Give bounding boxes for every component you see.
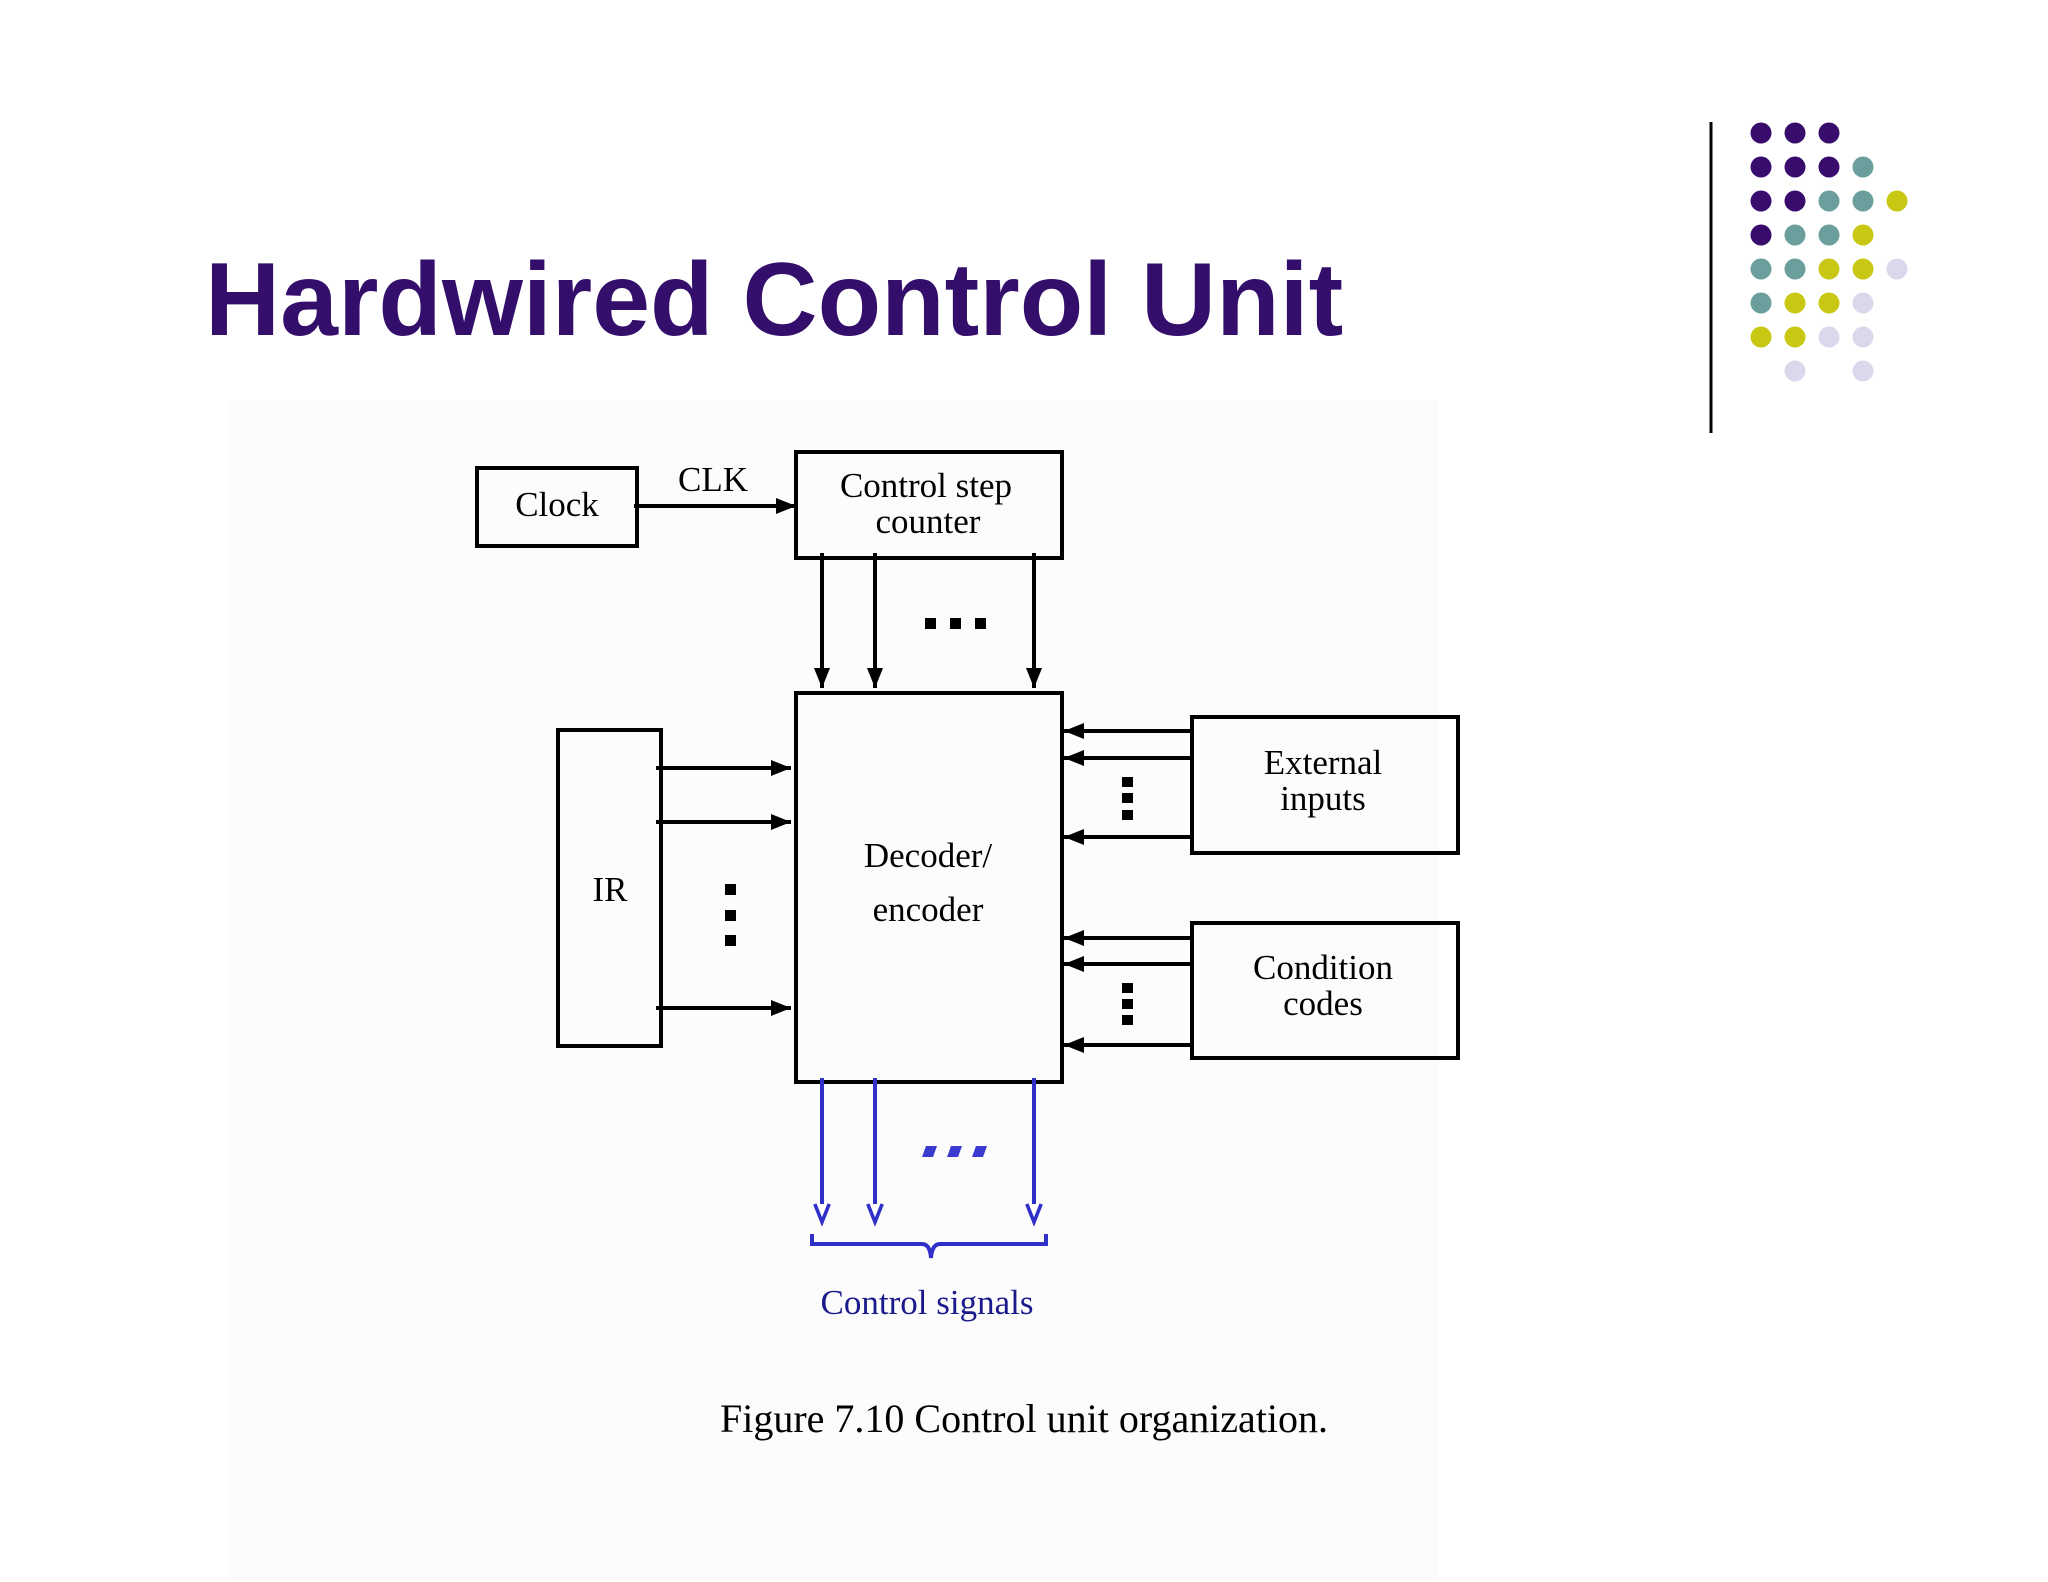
ir-label: IR [593,870,629,909]
decoration-dot [1818,292,1840,314]
decoration-dot [1852,360,1874,382]
decoder-label-line1: Decoder/ [864,836,993,875]
external-label-line1: External [1264,743,1383,782]
decoration-dot [1750,224,1772,246]
external-ellipsis [1122,777,1133,820]
decoration-dot [1818,156,1840,178]
external-inputs-box [1190,715,1460,855]
clock-label: Clock [515,485,599,524]
decoration-dot [1852,190,1874,212]
decoration-dots [1709,122,1908,433]
decoration-dot [1852,224,1874,246]
decoration-dot [1852,258,1874,280]
figure-background [228,400,1438,1580]
ir-ellipsis [725,884,736,946]
condition-input-arrows [1064,930,1192,1053]
decoration-dot [1784,258,1806,280]
decoder-label-line2: encoder [873,890,984,929]
counter-ellipsis [925,618,986,629]
decoration-dot [1818,326,1840,348]
decoration-dot [1784,326,1806,348]
decoration-dot [1818,224,1840,246]
counter-label-line2: counter [876,502,981,541]
decoration-dot [1750,156,1772,178]
decoration-dot [1818,258,1840,280]
decoration-dot [1784,156,1806,178]
control-signals-label: Control signals [821,1283,1034,1322]
ir-output-arrows [656,760,791,1016]
decoder-encoder-box [794,691,1064,1084]
decoration-dot [1750,326,1772,348]
counter-label-line1: Control step [840,466,1012,505]
external-label-line2: inputs [1280,779,1366,818]
decoration-dot [1852,292,1874,314]
control-step-counter-box [794,450,1064,560]
decoration-dot [1784,292,1806,314]
decoration-dot [1886,190,1908,212]
ir-box [556,728,663,1048]
decoration-dot [1784,122,1806,144]
decoration-dot [1852,156,1874,178]
decoration-dot [1750,190,1772,212]
control-signals-brace [810,1234,1048,1259]
decoration-dot [1784,224,1806,246]
control-signal-arrows [813,1078,1043,1227]
condition-codes-box [1190,921,1460,1060]
decoration-dot [1852,326,1874,348]
decoration-dot [1750,122,1772,144]
decoration-dot [1886,258,1908,280]
condition-ellipsis [1122,983,1133,1025]
decoration-dot [1818,122,1840,144]
condition-label-line1: Condition [1253,948,1393,987]
condition-label-line2: codes [1283,984,1363,1023]
external-input-arrows [1064,723,1192,845]
control-signal-ellipsis [922,1146,987,1157]
clk-label: CLK [678,460,748,499]
decoration-dot [1784,190,1806,212]
slide-title: Hardwired Control Unit [205,242,1344,358]
decoration-dot [1750,258,1772,280]
decoration-dot [1750,292,1772,314]
decoration-dot [1784,360,1806,382]
decoration-dot [1818,190,1840,212]
counter-output-arrows [814,553,1042,688]
figure-caption: Figure 7.10 Control unit organization. [719,1396,1329,1441]
